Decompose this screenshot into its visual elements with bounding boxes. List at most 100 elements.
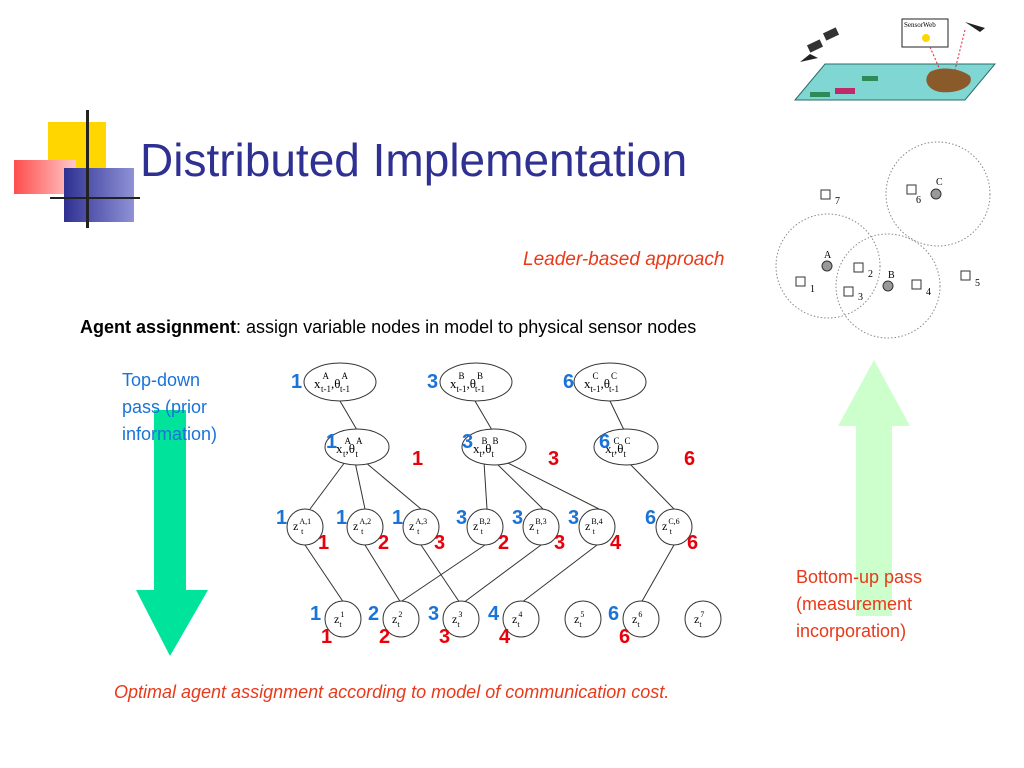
cur-state-node-c bbox=[593, 428, 659, 466]
agent-assignment-line: Agent assignment: assign variable nodes … bbox=[80, 317, 696, 338]
meas-node bbox=[324, 600, 362, 638]
cur-theta-sup-b: B bbox=[493, 436, 499, 446]
sensor-node-3 bbox=[843, 286, 854, 297]
bottom-up-label: Bottom-up pass (measurement incorporatio… bbox=[796, 564, 996, 645]
agent-assignment-text: : assign variable nodes in model to phys… bbox=[236, 317, 697, 337]
prev-state-sup-a: A bbox=[323, 371, 330, 381]
sensor-label-7: 7 bbox=[835, 196, 840, 207]
obs-red-number: 4 bbox=[610, 532, 622, 554]
sensor-node-1 bbox=[795, 276, 806, 287]
meas-blue-number: 6 bbox=[608, 603, 619, 625]
obs-blue-number: 6 bbox=[645, 507, 656, 529]
sensorweb-illustration: SensorWeb bbox=[793, 18, 997, 101]
meas-node-sup: 2 bbox=[398, 610, 402, 619]
bottom-up-line1: Bottom-up pass bbox=[796, 567, 923, 587]
meas-blue-number: 3 bbox=[428, 603, 439, 625]
obs-red-number: 2 bbox=[498, 532, 509, 554]
obs-red-number: 6 bbox=[687, 532, 698, 554]
leader-node-a bbox=[821, 260, 833, 272]
meas-node bbox=[502, 600, 540, 638]
obs-node-sup: C,6 bbox=[668, 517, 679, 526]
prev-blue-a: 1 bbox=[291, 371, 302, 393]
sensor-label-1: 1 bbox=[810, 284, 815, 295]
cur-red-a: 1 bbox=[412, 448, 423, 470]
page-title: Distributed Implementation bbox=[140, 134, 688, 186]
meas-node bbox=[442, 600, 480, 638]
prev-state-node-a bbox=[303, 362, 377, 402]
leader-node-c bbox=[930, 188, 942, 200]
sensor-label-6: 6 bbox=[916, 195, 921, 206]
prev-state-node-b bbox=[439, 362, 513, 402]
sensor-node-6 bbox=[906, 184, 917, 195]
cur-state-sup-c: C bbox=[614, 436, 620, 446]
obs-node bbox=[466, 508, 504, 546]
leader-label-b: B bbox=[888, 270, 895, 281]
cur-theta-sup-a: A bbox=[356, 436, 363, 446]
top-down-line2: pass (prior bbox=[122, 397, 208, 417]
top-down-arrow bbox=[136, 410, 208, 656]
meas-node bbox=[564, 600, 602, 638]
meas-node-sup: 4 bbox=[518, 610, 522, 619]
meas-node-sup: 7 bbox=[700, 610, 704, 619]
cur-red-b: 3 bbox=[548, 448, 559, 470]
cur-state-node-a bbox=[324, 428, 390, 466]
leader-label-c: C bbox=[936, 177, 943, 188]
meas-node-sup: 5 bbox=[580, 610, 584, 619]
obs-blue-number: 3 bbox=[512, 507, 523, 529]
leader-label-a: A bbox=[824, 250, 832, 261]
obs-red-number: 2 bbox=[378, 532, 389, 554]
prev-theta-sup-a: A bbox=[341, 371, 348, 381]
meas-node bbox=[382, 600, 420, 638]
obs-node bbox=[655, 508, 693, 546]
obs-red-number: 3 bbox=[554, 532, 565, 554]
sensor-label-2: 2 bbox=[868, 269, 873, 280]
prev-state-sup-c: C bbox=[593, 371, 599, 381]
cur-state-sup-a: A bbox=[345, 436, 352, 446]
sensor-network-diagram: A B C 1 2 3 4 5 6 7 bbox=[775, 141, 991, 339]
obs-node-sup: A,3 bbox=[415, 517, 427, 526]
meas-node bbox=[622, 600, 660, 638]
sensor-label-4: 4 bbox=[926, 287, 931, 298]
cur-theta-sup-c: C bbox=[625, 436, 631, 446]
meas-blue-number: 4 bbox=[488, 603, 500, 625]
obs-node bbox=[522, 508, 560, 546]
meas-node-sup: 6 bbox=[638, 610, 642, 619]
sensorweb-label: SensorWeb bbox=[904, 21, 936, 29]
obs-blue-number: 1 bbox=[276, 507, 287, 529]
meas-blue-number: 2 bbox=[368, 603, 379, 625]
cur-blue-b: 3 bbox=[462, 431, 473, 453]
obs-red-number: 1 bbox=[318, 532, 329, 554]
meas-red-number: 2 bbox=[379, 626, 390, 648]
prev-theta-sup-b: B bbox=[477, 371, 483, 381]
cur-state-node-b bbox=[461, 428, 527, 466]
obs-blue-number: 1 bbox=[336, 507, 347, 529]
sensor-node-7 bbox=[820, 189, 831, 200]
meas-red-number: 1 bbox=[321, 626, 332, 648]
obs-node bbox=[402, 508, 440, 546]
sensor-label-5: 5 bbox=[975, 278, 980, 289]
optimal-assignment-caption: Optimal agent assignment according to mo… bbox=[114, 682, 670, 702]
obs-node bbox=[578, 508, 616, 546]
leader-node-b bbox=[882, 280, 894, 292]
sensor-node-4 bbox=[911, 279, 922, 290]
top-down-label: Top-down pass (prior information) bbox=[122, 367, 262, 448]
prev-state-sup-b: B bbox=[459, 371, 465, 381]
cur-blue-c: 6 bbox=[599, 431, 610, 453]
meas-red-number: 3 bbox=[439, 626, 450, 648]
meas-red-number: 4 bbox=[499, 626, 511, 648]
obs-node-sup: B,4 bbox=[591, 517, 602, 526]
